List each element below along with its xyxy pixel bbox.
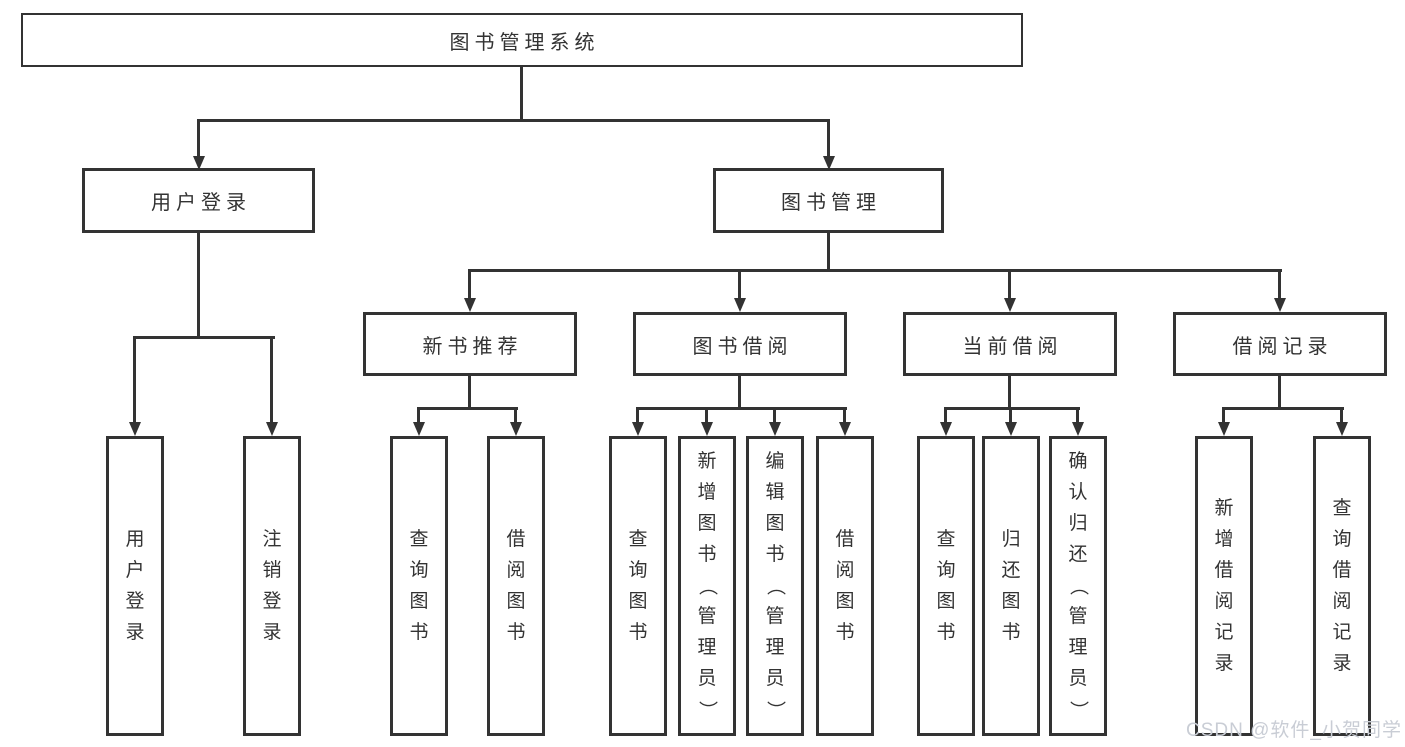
arrowhead (1336, 422, 1348, 436)
leaf-borrow-borrow-books: 借阅图书 (816, 436, 874, 736)
leaf-borrow-edit-books-admin: 编辑图书（管理员） (746, 436, 804, 736)
leaf-logout-label: 注销登录 (262, 528, 282, 643)
connector-line (417, 407, 420, 424)
leaf-borrow-borrow-books-label: 借阅图书 (835, 528, 855, 643)
connector-line (1222, 407, 1344, 410)
connector-line (773, 407, 776, 424)
leaf-borrow-query-books: 查询图书 (609, 436, 667, 736)
connector-line (1278, 269, 1281, 300)
node-root: 图书管理系统 (21, 13, 1023, 67)
leaf-current-return-books-label: 归还图书 (1001, 528, 1021, 643)
connector-line (1009, 407, 1012, 424)
connector-line (705, 407, 708, 424)
connector-line (843, 407, 846, 424)
node-current-borrow-label: 当前借阅 (962, 335, 1063, 358)
node-book-borrow-label: 图书借阅 (692, 335, 793, 358)
node-borrow-records: 借阅记录 (1173, 312, 1387, 376)
node-new-book-recommend-label: 新书推荐 (422, 335, 523, 358)
arrowhead (1274, 298, 1286, 312)
arrowhead (734, 298, 746, 312)
leaf-borrow-query-books-label: 查询图书 (628, 528, 648, 643)
arrowhead (769, 422, 781, 436)
arrowhead (266, 422, 278, 436)
arrowhead (1072, 422, 1084, 436)
leaf-current-query-books-label: 查询图书 (936, 528, 956, 643)
node-borrow-records-label: 借阅记录 (1232, 335, 1333, 358)
leaf-current-return-books: 归还图书 (982, 436, 1040, 736)
arrowhead (839, 422, 851, 436)
connector-line (197, 233, 200, 338)
leaf-current-query-books: 查询图书 (917, 436, 975, 736)
connector-line (738, 376, 741, 410)
node-user-login: 用户登录 (82, 168, 315, 233)
connector-line (827, 233, 830, 272)
leaf-user-login: 用户登录 (106, 436, 164, 736)
connector-line (944, 407, 1080, 410)
connector-line (133, 336, 136, 424)
arrowhead (129, 422, 141, 436)
connector-line (738, 269, 741, 300)
connector-line (468, 269, 1282, 272)
connector-line (1278, 376, 1281, 410)
leaf-records-query-record-label: 查询借阅记录 (1332, 497, 1352, 674)
arrowhead (823, 156, 835, 170)
connector-line (636, 407, 847, 410)
leaf-current-confirm-return-admin-label: 确认归还（管理员） (1067, 451, 1089, 720)
node-current-borrow: 当前借阅 (903, 312, 1117, 376)
connector-line (417, 407, 518, 410)
leaf-current-confirm-return-admin: 确认归还（管理员） (1049, 436, 1107, 736)
connector-line (197, 119, 200, 156)
connector-line (1008, 376, 1011, 410)
leaf-user-login-label: 用户登录 (125, 528, 145, 643)
arrowhead (510, 422, 522, 436)
arrowhead (701, 422, 713, 436)
node-root-label: 图书管理系统 (449, 31, 600, 54)
leaf-records-query-record: 查询借阅记录 (1313, 436, 1371, 736)
leaf-records-add-record-label: 新增借阅记录 (1214, 497, 1234, 674)
connector-line (1222, 407, 1225, 424)
leaf-records-add-record: 新增借阅记录 (1195, 436, 1253, 736)
connector-line (133, 336, 275, 339)
arrowhead (1004, 298, 1016, 312)
arrowhead (940, 422, 952, 436)
connector-line (270, 336, 273, 424)
node-book-management: 图书管理 (713, 168, 944, 233)
connector-line (468, 376, 471, 410)
leaf-recommend-query-books-label: 查询图书 (409, 528, 429, 643)
leaf-borrow-add-books-admin-label: 新增图书（管理员） (696, 451, 718, 720)
connector-line (468, 269, 471, 300)
arrowhead (1218, 422, 1230, 436)
connector-line (197, 119, 830, 122)
connector-line (1076, 407, 1079, 424)
leaf-recommend-query-books: 查询图书 (390, 436, 448, 736)
arrowhead (464, 298, 476, 312)
connector-line (944, 407, 947, 424)
connector-line (636, 407, 639, 424)
leaf-recommend-borrow-books-label: 借阅图书 (506, 528, 526, 643)
leaf-logout: 注销登录 (243, 436, 301, 736)
leaf-borrow-add-books-admin: 新增图书（管理员） (678, 436, 736, 736)
connector-line (520, 67, 523, 119)
connector-line (1008, 269, 1011, 300)
watermark: CSDN @软件_小贺同学 (1186, 720, 1402, 741)
arrowhead (193, 156, 205, 170)
connector-line (514, 407, 517, 424)
node-book-borrow: 图书借阅 (633, 312, 847, 376)
connector-line (1340, 407, 1343, 424)
arrowhead (413, 422, 425, 436)
leaf-recommend-borrow-books: 借阅图书 (487, 436, 545, 736)
node-user-login-label: 用户登录 (151, 192, 251, 214)
arrowhead (632, 422, 644, 436)
arrowhead (1005, 422, 1017, 436)
node-book-management-label: 图书管理 (781, 192, 881, 214)
node-new-book-recommend: 新书推荐 (363, 312, 577, 376)
leaf-borrow-edit-books-admin-label: 编辑图书（管理员） (764, 451, 786, 720)
connector-line (827, 119, 830, 156)
